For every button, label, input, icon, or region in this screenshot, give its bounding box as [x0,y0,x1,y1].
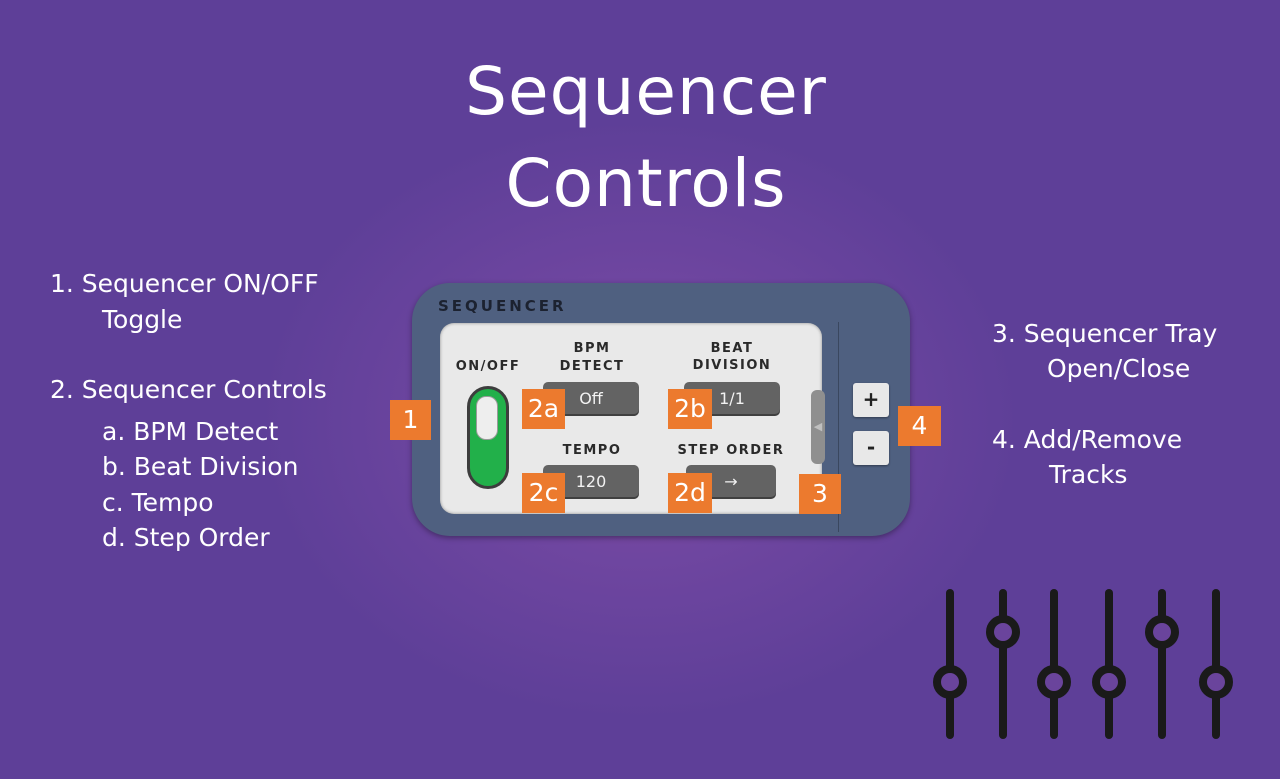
beat-division-label-line-2: DIVISION [692,358,772,373]
sequencer-panel-title: SEQUENCER [438,297,567,315]
legend-item-1-cont: Toggle [102,305,183,334]
mixer-sliders-icon [933,589,1233,739]
beat-division-value: 1/1 [719,389,745,408]
step-order-value: → [724,472,738,491]
page-title-line-1: Sequencer [465,53,827,130]
legend-item-1: 1. Sequencer ON/OFF [50,269,319,298]
beat-division-label-line-1: BEAT [710,341,754,356]
legend-sub-c: c. Tempo [102,488,214,517]
badge-3: 3 [799,474,841,514]
minus-icon: - [866,435,876,459]
badge-2a: 2a [522,389,565,429]
tempo-label: TEMPO [562,443,622,458]
legend-item-4: 4. Add/Remove [992,425,1183,454]
badge-4: 4 [898,406,941,446]
badge-1: 1 [390,400,431,440]
badge-2c: 2c [522,473,565,513]
legend-item-3-cont: Open/Close [1047,354,1191,383]
legend-sub-a: a. BPM Detect [102,417,279,446]
plus-icon: + [862,387,880,411]
bpm-detect-label-line-1: BPM [573,341,611,356]
triangle-left-icon: ◀ [813,420,823,433]
legend-sub-b: b. Beat Division [102,452,299,481]
toggle-knob[interactable] [476,396,498,440]
bpm-detect-label-line-2: DETECT [559,359,625,374]
remove-track-button[interactable]: - [853,431,889,465]
badge-2d: 2d [668,473,712,513]
sequencer-tray-toggle[interactable]: ◀ [811,390,825,464]
step-order-label: STEP ORDER [677,443,785,458]
legend-item-4-cont: Tracks [1049,460,1128,489]
legend-sub-d: d. Step Order [102,523,270,552]
onoff-label: ON/OFF [455,359,521,374]
bpm-detect-value: Off [579,389,603,408]
add-track-button[interactable]: + [853,383,889,417]
page-title-line-2: Controls [505,145,787,222]
panel-divider [838,322,839,532]
tempo-value: 120 [575,472,607,491]
badge-2b: 2b [668,389,712,429]
legend-item-2: 2. Sequencer Controls [50,375,327,404]
legend-item-3: 3. Sequencer Tray [992,319,1218,348]
